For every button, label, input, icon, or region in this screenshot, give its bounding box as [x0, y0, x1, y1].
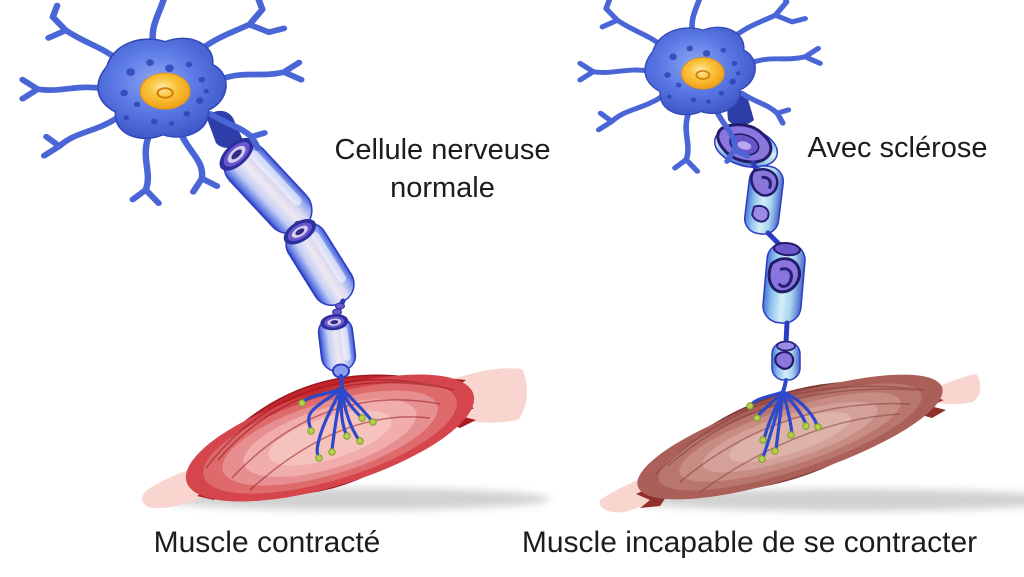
synaptic-boutons-left: [298, 399, 377, 462]
node-ring-1: [335, 302, 345, 310]
label-normal-neuron: Cellule nerveuse normale: [334, 134, 551, 204]
axon-gap-3: [783, 320, 790, 346]
myelin-segment-1: [219, 137, 313, 235]
neuron-left: [23, 0, 377, 462]
sclerosis-segment-3: [762, 242, 806, 324]
axon-gap-2: [765, 230, 783, 248]
axon-terminal-stem: [781, 378, 788, 394]
neuron-right: [580, 0, 822, 463]
label-sclerosis: Avec sclérose: [807, 132, 988, 164]
myelin-segment-3: [317, 314, 357, 372]
label-muscle-unable: Muscle incapable de se contracter: [521, 526, 978, 559]
myelin-segment-2: [283, 219, 355, 307]
label-muscle-contracted: Muscle contracté: [153, 526, 381, 559]
sclerosis-segment-2: [743, 165, 785, 235]
sclerosis-segment-4: [771, 340, 801, 381]
synaptic-boutons-right: [746, 402, 822, 463]
